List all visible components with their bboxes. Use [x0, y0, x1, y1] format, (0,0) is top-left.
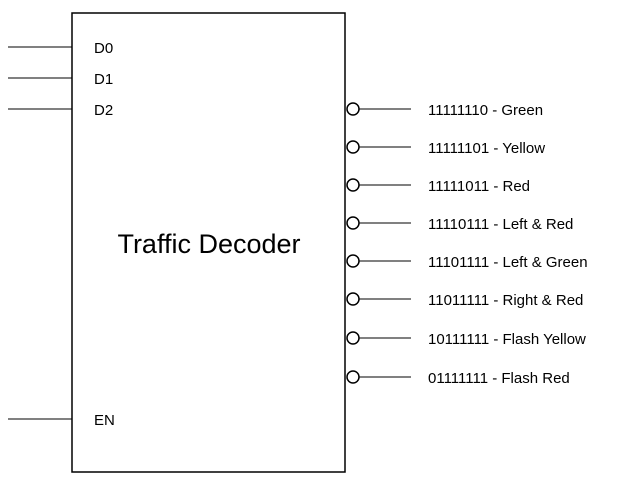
output-bubble [346, 292, 360, 306]
output-label: 11111011 - Red [428, 178, 530, 195]
output-3: 11110111 - Left & Red [346, 216, 573, 233]
enable-label: EN [94, 412, 115, 429]
input-label-d1: D1 [94, 71, 113, 88]
input-label-d0: D0 [94, 40, 113, 57]
output-bubble [346, 370, 360, 384]
input-label-d2: D2 [94, 102, 113, 119]
output-6: 10111111 - Flash Yellow [346, 331, 586, 348]
output-label: 11111110 - Green [428, 102, 543, 119]
output-label: 11110111 - Left & Red [428, 216, 573, 233]
output-4: 11101111 - Left & Green [346, 254, 588, 271]
output-0: 11111110 - Green [346, 102, 543, 119]
output-bubble [346, 216, 360, 230]
output-label: 11011111 - Right & Red [428, 292, 583, 309]
output-label: 10111111 - Flash Yellow [428, 331, 586, 348]
decoder-block [71, 12, 346, 473]
output-1: 11111101 - Yellow [346, 140, 545, 157]
output-5: 11011111 - Right & Red [346, 292, 583, 309]
output-bubble [346, 178, 360, 192]
output-bubble [346, 140, 360, 154]
output-7: 01111111 - Flash Red [346, 370, 570, 387]
output-bubble [346, 102, 360, 116]
decoder-title: Traffic Decoder [117, 229, 300, 259]
output-label: 01111111 - Flash Red [428, 370, 570, 387]
output-label: 11101111 - Left & Green [428, 254, 588, 271]
output-2: 11111011 - Red [346, 178, 530, 195]
output-bubble [346, 331, 360, 345]
output-label: 11111101 - Yellow [428, 140, 545, 157]
output-bubble [346, 254, 360, 268]
